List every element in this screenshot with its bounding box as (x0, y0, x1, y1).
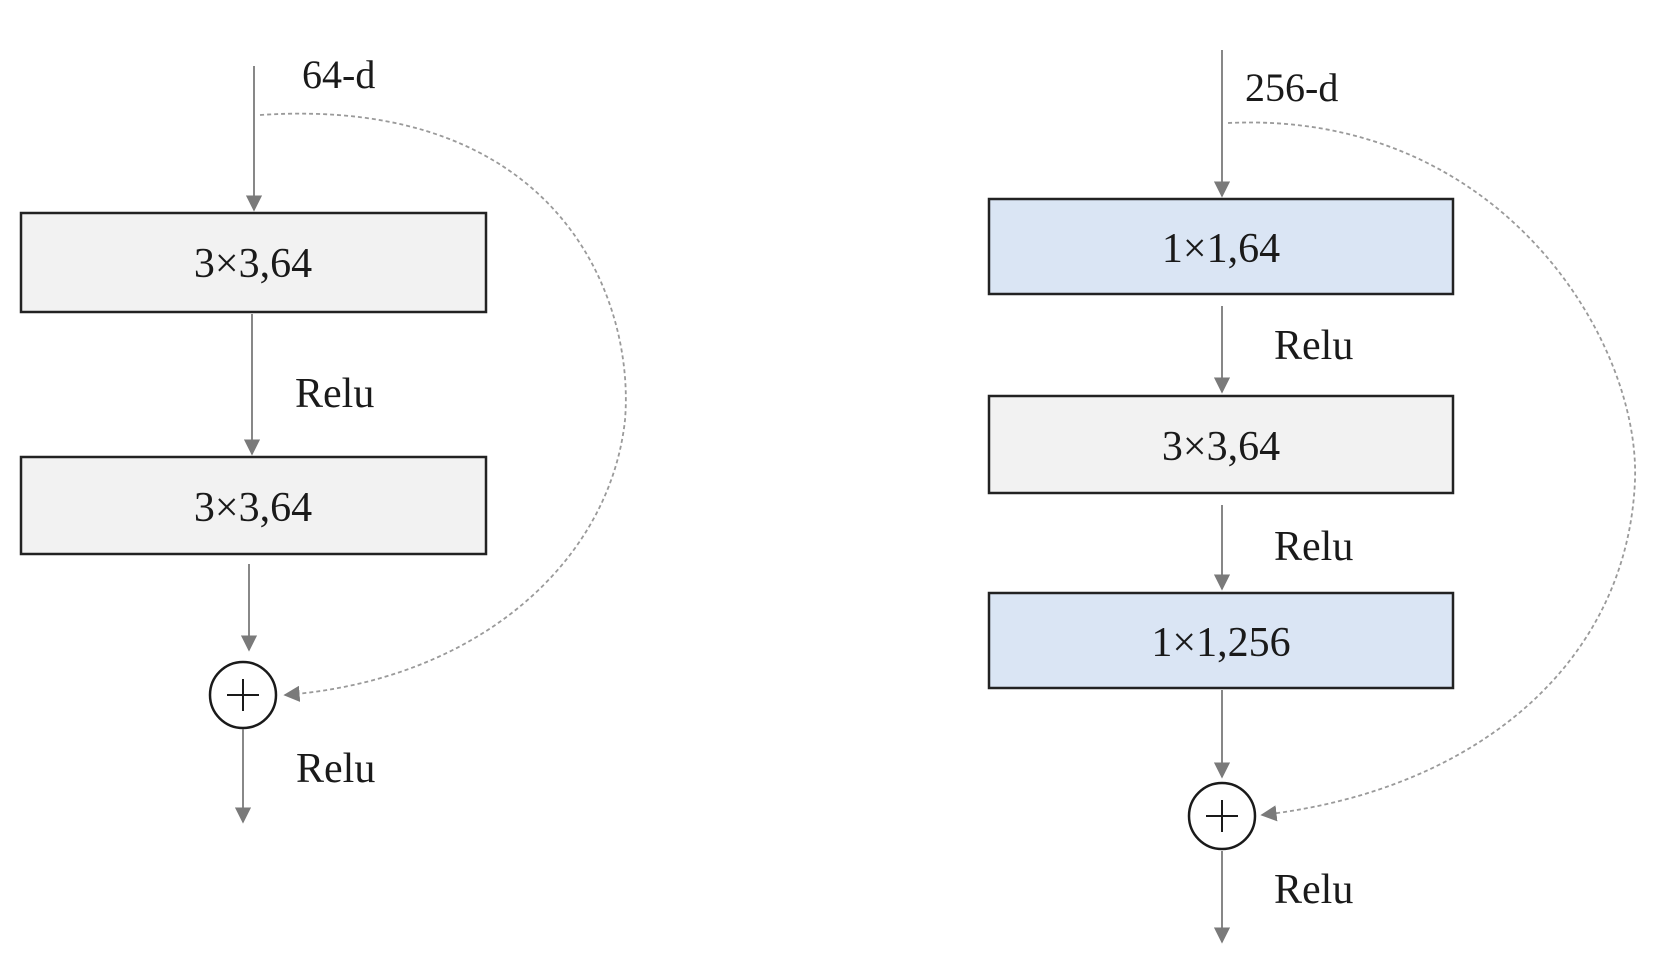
right-layer-1-label: 1×1,64 (1162, 226, 1280, 272)
right-layer-2-label: 3×3,64 (1162, 424, 1280, 470)
right-layer-3-label: 1×1,256 (1151, 620, 1290, 666)
left-skip-connection (259, 112, 627, 702)
right-skip-connection (1227, 121, 1636, 822)
left-layer-1-label: 3×3,64 (194, 241, 312, 287)
left-layer-1-box (19, 211, 488, 314)
left-relu-1: Relu (295, 371, 374, 417)
right-relu-1: Relu (1274, 323, 1353, 369)
left-residual-block: 64-d 3×3,64 Relu 3×3,64 Relu (19, 52, 627, 824)
right-layer-1-box (987, 197, 1455, 296)
right-relu-3: Relu (1274, 867, 1353, 913)
right-layer-3-box (987, 591, 1455, 690)
left-input-label: 64-d (302, 52, 375, 97)
left-layer-2-label: 3×3,64 (194, 485, 312, 531)
left-relu-2: Relu (296, 746, 375, 792)
right-residual-block: 256-d 1×1,64 Relu 3×3,64 Relu 1×1,256 Re… (987, 50, 1636, 944)
left-layer-2-box (19, 455, 488, 556)
right-layer-2-box (987, 394, 1455, 495)
right-relu-2: Relu (1274, 524, 1353, 570)
right-input-label: 256-d (1245, 65, 1338, 110)
